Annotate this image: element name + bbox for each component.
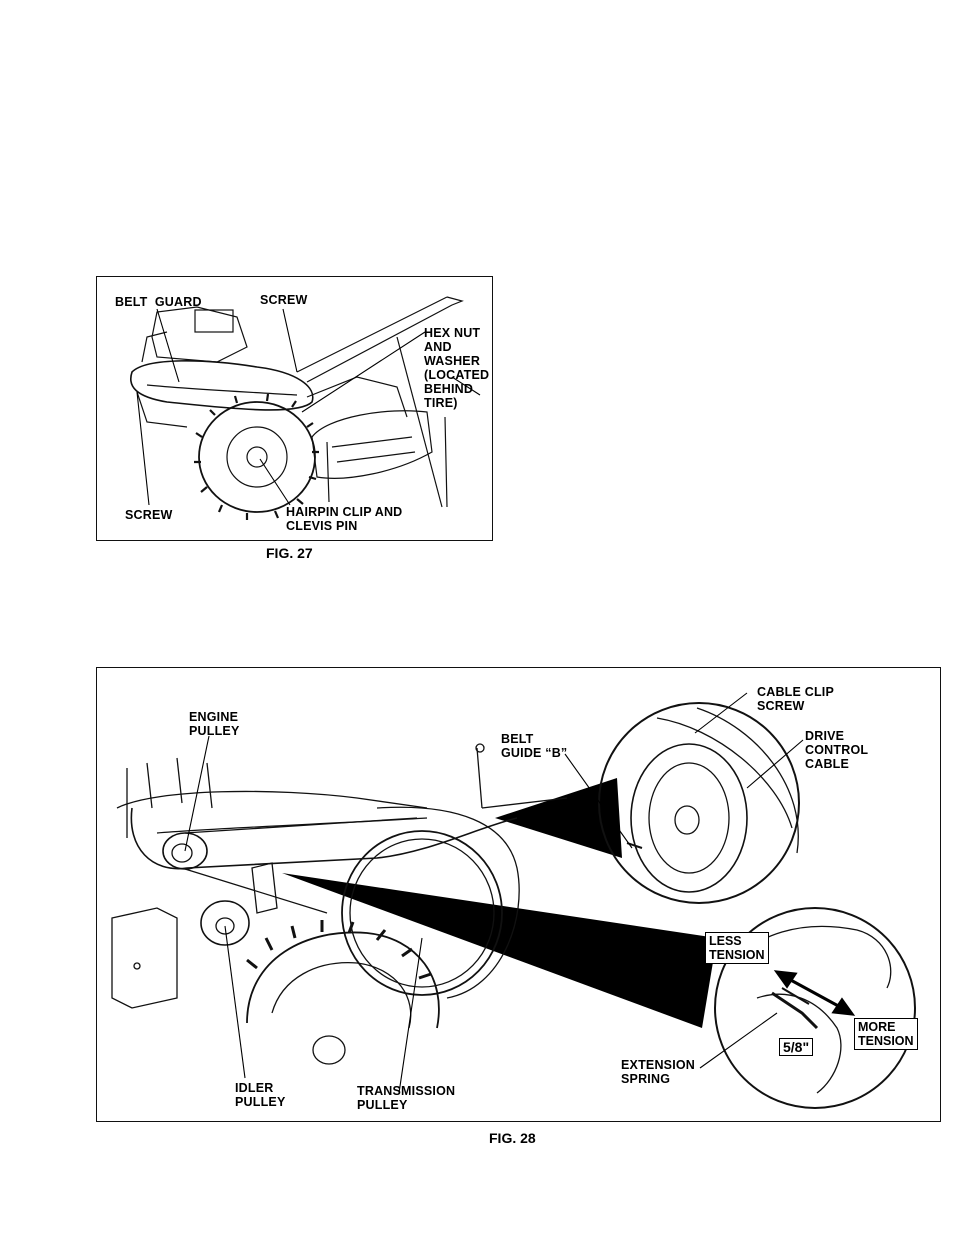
- fig27-label-hairpin: HAIRPIN CLIP AND CLEVIS PIN: [286, 505, 402, 533]
- fig27-caption: FIG. 27: [266, 545, 313, 561]
- fig27-label-hex-nut: HEX NUT AND WASHER (LOCATED BEHIND TIRE): [424, 326, 489, 410]
- fig28-label-extension-spring: EXTENSION SPRING: [621, 1058, 695, 1086]
- fig27-label-belt-guard: BELT GUARD: [115, 295, 202, 309]
- fig28-label-cable-clip-screw: CABLE CLIP SCREW: [757, 685, 834, 713]
- fig28-label-more-tension: MORE TENSION: [854, 1018, 918, 1050]
- fig28-frame: ENGINE PULLEY BELT GUIDE “B” CABLE CLIP …: [96, 667, 941, 1122]
- fig28-label-engine-pulley: ENGINE PULLEY: [189, 710, 240, 738]
- fig27-label-screw-bottom: SCREW: [125, 508, 173, 522]
- fig28-label-drive-control-cable: DRIVE CONTROL CABLE: [805, 729, 868, 771]
- fig28-caption: FIG. 28: [489, 1130, 536, 1146]
- fig28-label-less-tension: LESS TENSION: [705, 932, 769, 964]
- fig27-label-screw-top: SCREW: [260, 293, 308, 307]
- fig28-label-measure: 5/8": [779, 1038, 813, 1056]
- fig28-label-idler-pulley: IDLER PULLEY: [235, 1081, 286, 1109]
- fig28-label-transmission-pulley: TRANSMISSION PULLEY: [357, 1084, 455, 1112]
- fig27-frame: BELT GUARD SCREW HEX NUT AND WASHER (LOC…: [96, 276, 493, 541]
- fig28-label-belt-guide: BELT GUIDE “B”: [501, 732, 567, 760]
